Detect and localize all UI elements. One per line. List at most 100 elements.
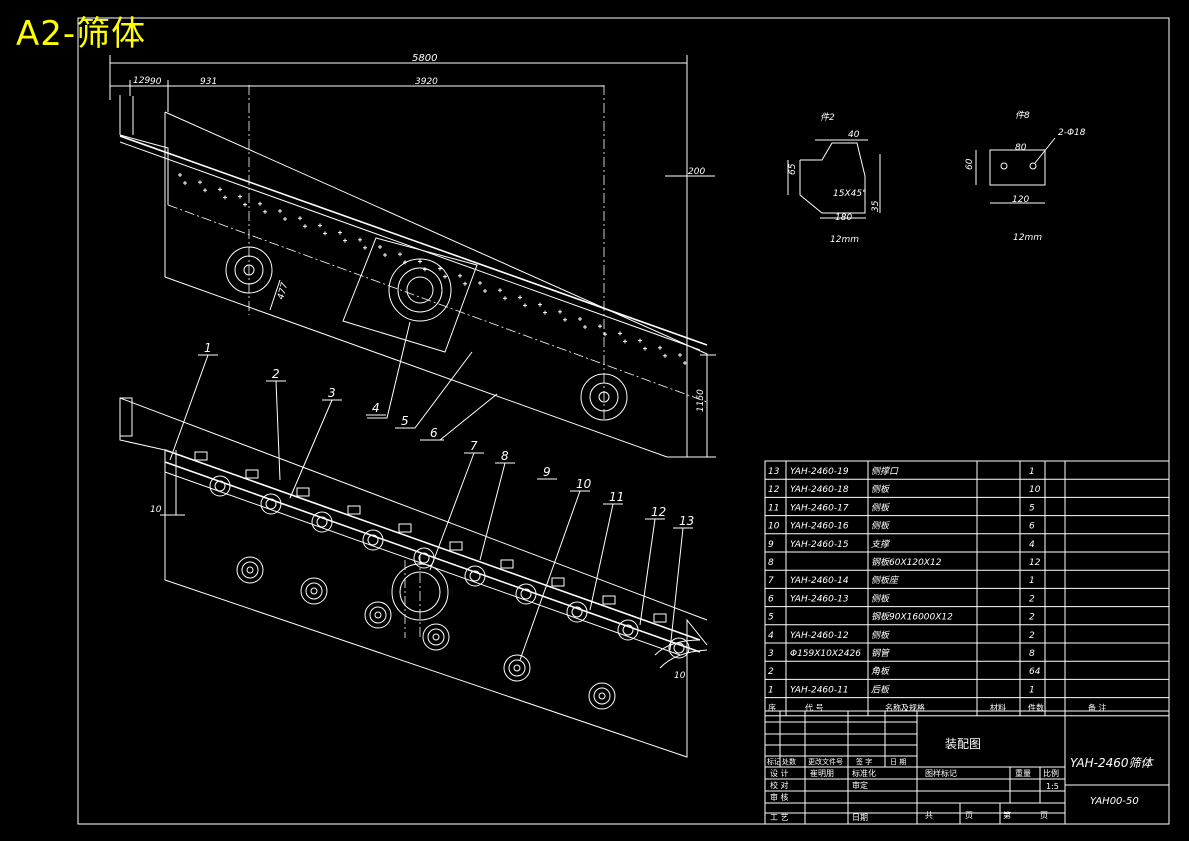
bom-no: 7 <box>768 576 774 586</box>
roller-icon <box>296 487 333 533</box>
bolt-mark <box>338 230 347 243</box>
dim-5800: 5800 <box>412 53 437 64</box>
detail-right-120: 120 <box>1012 195 1029 205</box>
roller-icon <box>347 505 384 551</box>
bom-qty: 1 <box>1029 576 1035 586</box>
balloon-8: 8 <box>501 449 509 463</box>
bolt-mark <box>478 281 487 293</box>
detail-part2 <box>787 139 881 219</box>
roller-icon <box>653 613 690 659</box>
wheel-icon <box>364 601 392 629</box>
bolt-mark <box>238 194 247 207</box>
bom-no: 11 <box>768 503 779 513</box>
bom-header-cell: 材料 <box>990 703 1006 713</box>
bolt-mark <box>538 302 547 315</box>
bolt-mark <box>498 288 507 301</box>
balloon-5: 5 <box>401 414 409 428</box>
frame-outline <box>119 398 708 758</box>
tb-sheet-no: 第 <box>1003 810 1011 820</box>
detail-left-40: 40 <box>848 130 860 140</box>
bom-no: 5 <box>768 613 774 623</box>
bom-no: 4 <box>768 631 774 641</box>
detail-left-35: 35 <box>871 200 881 212</box>
roller-icon <box>245 469 282 515</box>
dim-10: 10 <box>150 505 162 515</box>
dim-3920: 3920 <box>415 77 438 87</box>
bom-header-cell: 备 注 <box>1088 703 1107 713</box>
bolt-mark <box>638 338 647 351</box>
bom-name: 钢板90X16000X12 <box>871 612 953 623</box>
drawing-border <box>77 17 1170 825</box>
tb-date: 日 期 <box>890 758 906 766</box>
detail-left-label: 件2 <box>820 112 835 123</box>
tb-checker: 校 对 <box>770 780 789 790</box>
roller-icon <box>500 559 537 605</box>
bolt-mark <box>418 259 427 272</box>
bom-qty: 5 <box>1029 503 1035 513</box>
balloon-4: 4 <box>372 401 380 415</box>
bolt-mark <box>578 317 587 329</box>
bom-name: 侧撑口 <box>871 466 899 477</box>
balloon-6: 6 <box>430 426 438 440</box>
exciter-box <box>342 237 478 353</box>
center-line <box>167 204 708 403</box>
product-name: YAH-2460筛体 <box>1070 756 1155 770</box>
bom-no: 8 <box>768 558 774 568</box>
roller-icon <box>449 541 486 587</box>
bom-name: 支撑 <box>871 539 891 550</box>
bom-name: 侧板 <box>871 630 891 641</box>
bom-code: YAH-2460-15 <box>790 540 849 550</box>
bom-code: YAH-2460-18 <box>790 485 849 495</box>
dim-477: 477 <box>276 281 290 300</box>
bolt-mark <box>438 266 447 279</box>
balloon-10: 10 <box>576 477 592 491</box>
wheel-icon <box>503 654 531 682</box>
bom-name: 钢板60X120X12 <box>871 557 942 568</box>
bom-name: 角板 <box>871 666 891 677</box>
bolt-mark <box>678 353 687 365</box>
tb-designer: 设 计 <box>770 768 789 778</box>
detail-left-chamfer: 15X45° <box>833 189 867 199</box>
leader-line <box>289 399 333 499</box>
wheel-icon <box>422 623 450 651</box>
bom-qty: 2 <box>1029 631 1035 641</box>
bom-name: 后板 <box>871 684 891 695</box>
lower-exciter-icon <box>391 555 449 640</box>
bom-qty: 12 <box>1029 558 1041 568</box>
bom-no: 6 <box>768 594 774 604</box>
roller-icon <box>602 595 639 641</box>
side-view-top <box>119 85 708 458</box>
tb-reviewer: 审定 <box>852 780 868 790</box>
bom-no: 3 <box>768 649 774 659</box>
bom-no: 1 <box>768 685 774 695</box>
detail-right-80: 80 <box>1015 143 1027 153</box>
bom-qty: 1 <box>1029 467 1035 477</box>
bom-name: 钢管 <box>871 648 891 659</box>
detail-part8 <box>975 137 1056 204</box>
roller-icon <box>551 577 588 623</box>
bom-name: 侧板 <box>871 521 891 532</box>
bolt-mark <box>378 245 387 257</box>
detail-right-holes: 2-Φ18 <box>1058 128 1086 138</box>
deck-bolts <box>178 173 687 365</box>
bom-code: YAH-2460-11 <box>790 685 849 695</box>
tb-standard: 标准化 <box>852 768 876 778</box>
bolt-mark <box>598 324 607 337</box>
detail-left-thickness: 12mm <box>830 235 859 245</box>
bolt-mark <box>258 201 267 214</box>
bolt-mark <box>198 180 207 193</box>
detail-right-label: 件8 <box>1015 110 1030 121</box>
exciter-circle-icon <box>388 258 452 322</box>
bolt-mark <box>518 295 527 308</box>
bom-name: 侧板座 <box>871 575 900 586</box>
tb-sheet2: 页 <box>1040 811 1048 820</box>
bom-qty: 2 <box>1029 594 1035 604</box>
balloon-12: 12 <box>651 505 666 519</box>
bolt-mark <box>358 237 367 250</box>
drawing-name: 装配图 <box>945 737 981 751</box>
bom-no: 12 <box>768 485 780 495</box>
bom-code: YAH-2460-14 <box>790 576 849 586</box>
balloon-1: 1 <box>204 341 212 355</box>
leader-line <box>479 462 506 561</box>
